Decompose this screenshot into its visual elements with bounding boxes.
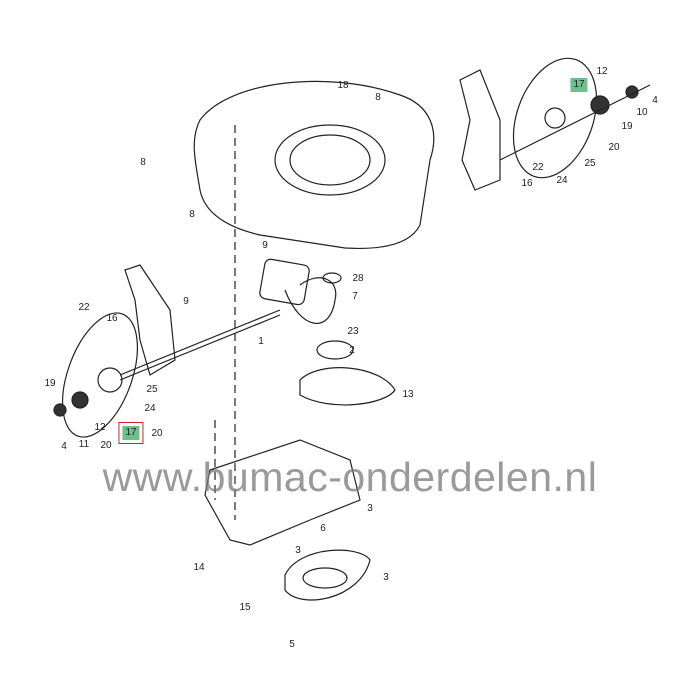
part-callout: 8: [189, 209, 195, 220]
drive-belt: [284, 277, 337, 324]
right-height-bracket: [459, 69, 501, 191]
highlighted-part-callout: 17: [570, 78, 588, 92]
guard: [299, 367, 396, 406]
baffle: [284, 549, 371, 601]
part-callout: 7: [352, 291, 358, 302]
part-callout: 13: [402, 389, 414, 400]
part-callout: 5: [289, 639, 295, 650]
part-callout: 3: [383, 572, 389, 583]
part-callout: 24: [144, 403, 156, 414]
transmission: [259, 258, 310, 306]
part-callout: 3: [295, 545, 301, 556]
part-callout: 11: [78, 439, 90, 450]
right-wheel: [512, 57, 598, 179]
left-gear: [71, 391, 89, 409]
part-callout: 25: [584, 158, 596, 169]
part-callout: 14: [193, 562, 205, 573]
part-callout: 9: [183, 296, 189, 307]
part-callout: 3: [367, 503, 373, 514]
part-callout: 4: [61, 441, 67, 452]
part-callout: 6: [320, 523, 326, 534]
pulley: [316, 340, 354, 360]
left-pinion: [53, 403, 67, 417]
part-callout: 16: [521, 178, 533, 189]
part-callout: 2: [349, 345, 355, 356]
part-callout: 8: [375, 92, 381, 103]
part-callout: 20: [100, 440, 112, 451]
right-wheel-hub: [544, 107, 566, 129]
part-callout: 12: [94, 422, 106, 433]
part-callout: 15: [239, 602, 251, 613]
part-callout: 22: [532, 162, 544, 173]
part-callout: 9: [262, 240, 268, 251]
part-callout: 19: [44, 378, 56, 389]
part-callout: 28: [352, 273, 364, 284]
baffle-opening: [302, 567, 348, 589]
part-callout: 1: [258, 336, 264, 347]
deck-opening: [274, 124, 386, 196]
part-callout: 25: [146, 384, 158, 395]
left-height-bracket: [124, 264, 176, 376]
right-gear: [590, 95, 610, 115]
part-callout: 16: [106, 313, 118, 324]
part-callout: 12: [596, 66, 608, 77]
part-callout: 23: [347, 326, 359, 337]
part-callout: 18: [337, 80, 349, 91]
dashed-guide-lines: [214, 125, 236, 520]
highlighted-part-callout: 17: [118, 422, 144, 444]
left-wheel-hub: [97, 367, 123, 393]
deck-opening-inner: [289, 134, 371, 186]
part-callout: 22: [78, 302, 90, 313]
part-callout: 19: [621, 121, 633, 132]
watermark-text: www.bumac-onderdelen.nl: [102, 454, 598, 500]
left-wheel: [62, 312, 138, 438]
mower-deck: [193, 80, 435, 249]
right-leader-axis: [499, 84, 651, 161]
part-callout: 20: [151, 428, 163, 439]
part-callout: 10: [636, 107, 648, 118]
part-callout: 24: [556, 175, 568, 186]
small-pulley: [322, 272, 342, 284]
part-callout: 4: [652, 95, 658, 106]
axle: [119, 309, 281, 376]
axle-edge: [119, 314, 281, 381]
discharge-chute: [204, 439, 361, 546]
part-callout: 8: [140, 157, 146, 168]
part-callout: 20: [608, 142, 620, 153]
